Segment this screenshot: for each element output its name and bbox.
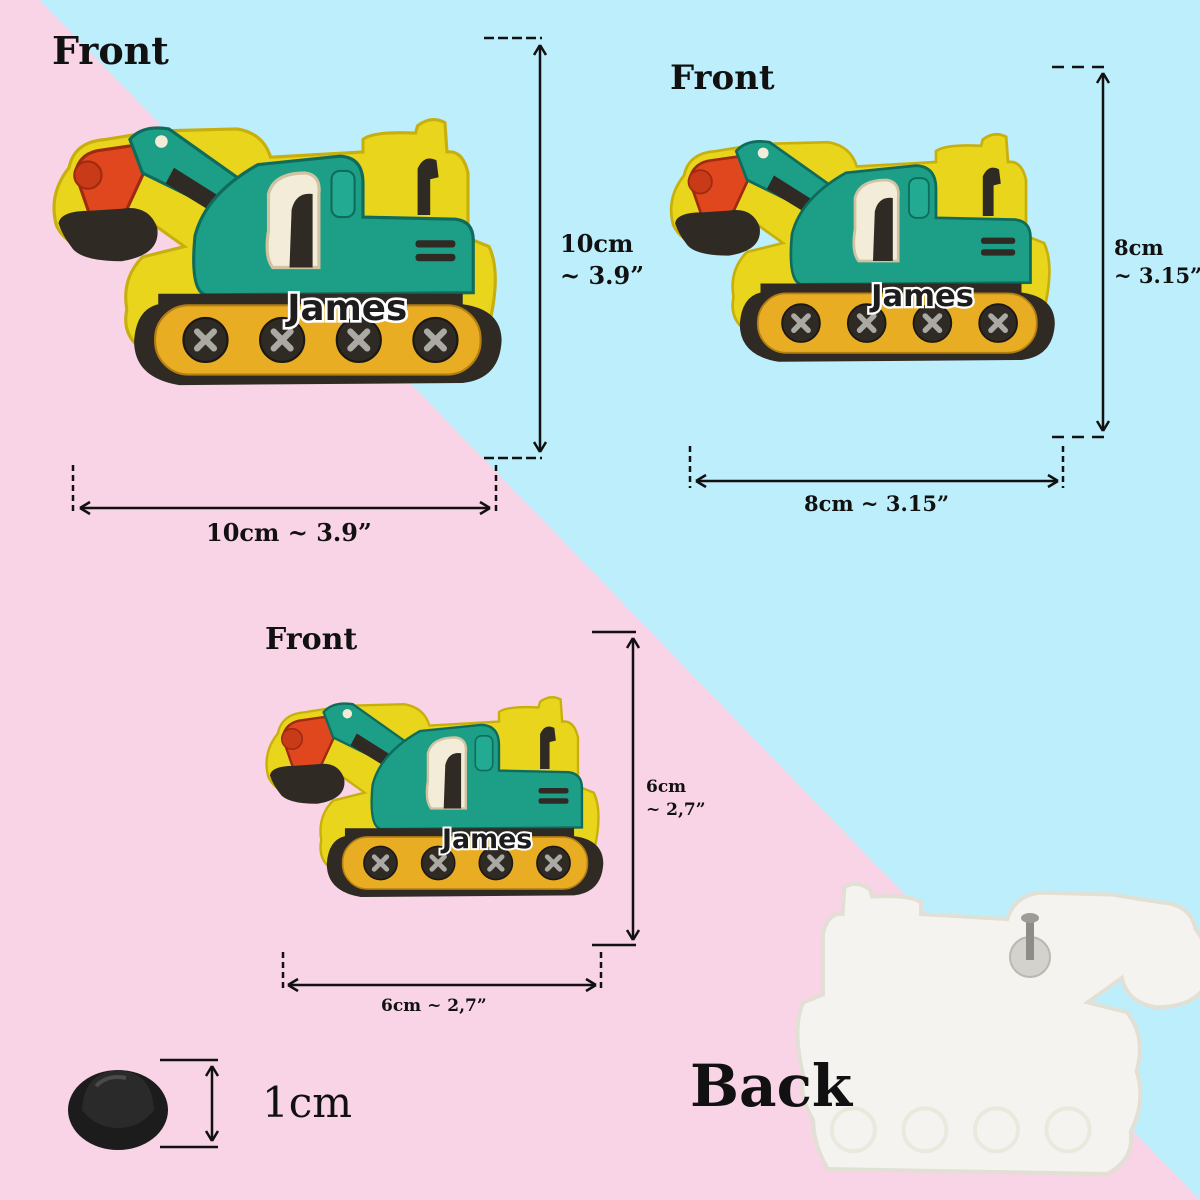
front-label-small: Front <box>265 622 358 657</box>
small-height-line2: ~ 2,7” <box>646 799 706 820</box>
excavator-pin-back <box>795 881 1200 1176</box>
clasp-height-label: 1cm <box>262 1078 353 1127</box>
pin-name-large: James <box>285 288 407 329</box>
large-height-line2: ~ 3.9” <box>560 261 645 291</box>
excavator-pin-large: James <box>54 120 502 386</box>
excavator-pin-medium: James <box>671 134 1055 362</box>
small-height-label: 6cm ~ 2,7” <box>646 776 706 822</box>
pin-name-small: James <box>440 824 532 855</box>
large-width-label: 10cm ~ 3.9” <box>206 518 372 547</box>
medium-height-line2: ~ 3.15” <box>1114 263 1200 289</box>
medium-width-label: 8cm ~ 3.15” <box>804 491 950 516</box>
pin-post-icon <box>1026 918 1034 960</box>
large-height-label: 10cm ~ 3.9” <box>560 228 644 293</box>
medium-height-label: 8cm ~ 3.15” <box>1114 234 1200 291</box>
front-label-large: Front <box>52 28 169 73</box>
rubber-clasp-icon <box>68 1070 168 1150</box>
medium-height-line1: 8cm <box>1114 235 1164 260</box>
excavator-pin-small: James <box>267 697 604 897</box>
pin-name-medium: James <box>869 279 974 314</box>
large-height-line1: 10cm <box>560 229 634 258</box>
back-label: Back <box>690 1052 853 1120</box>
dimension-lines <box>71 36 1111 1149</box>
small-height-line1: 6cm <box>646 777 687 797</box>
small-width-label: 6cm ~ 2,7” <box>381 996 487 1016</box>
front-label-medium: Front <box>670 58 775 98</box>
